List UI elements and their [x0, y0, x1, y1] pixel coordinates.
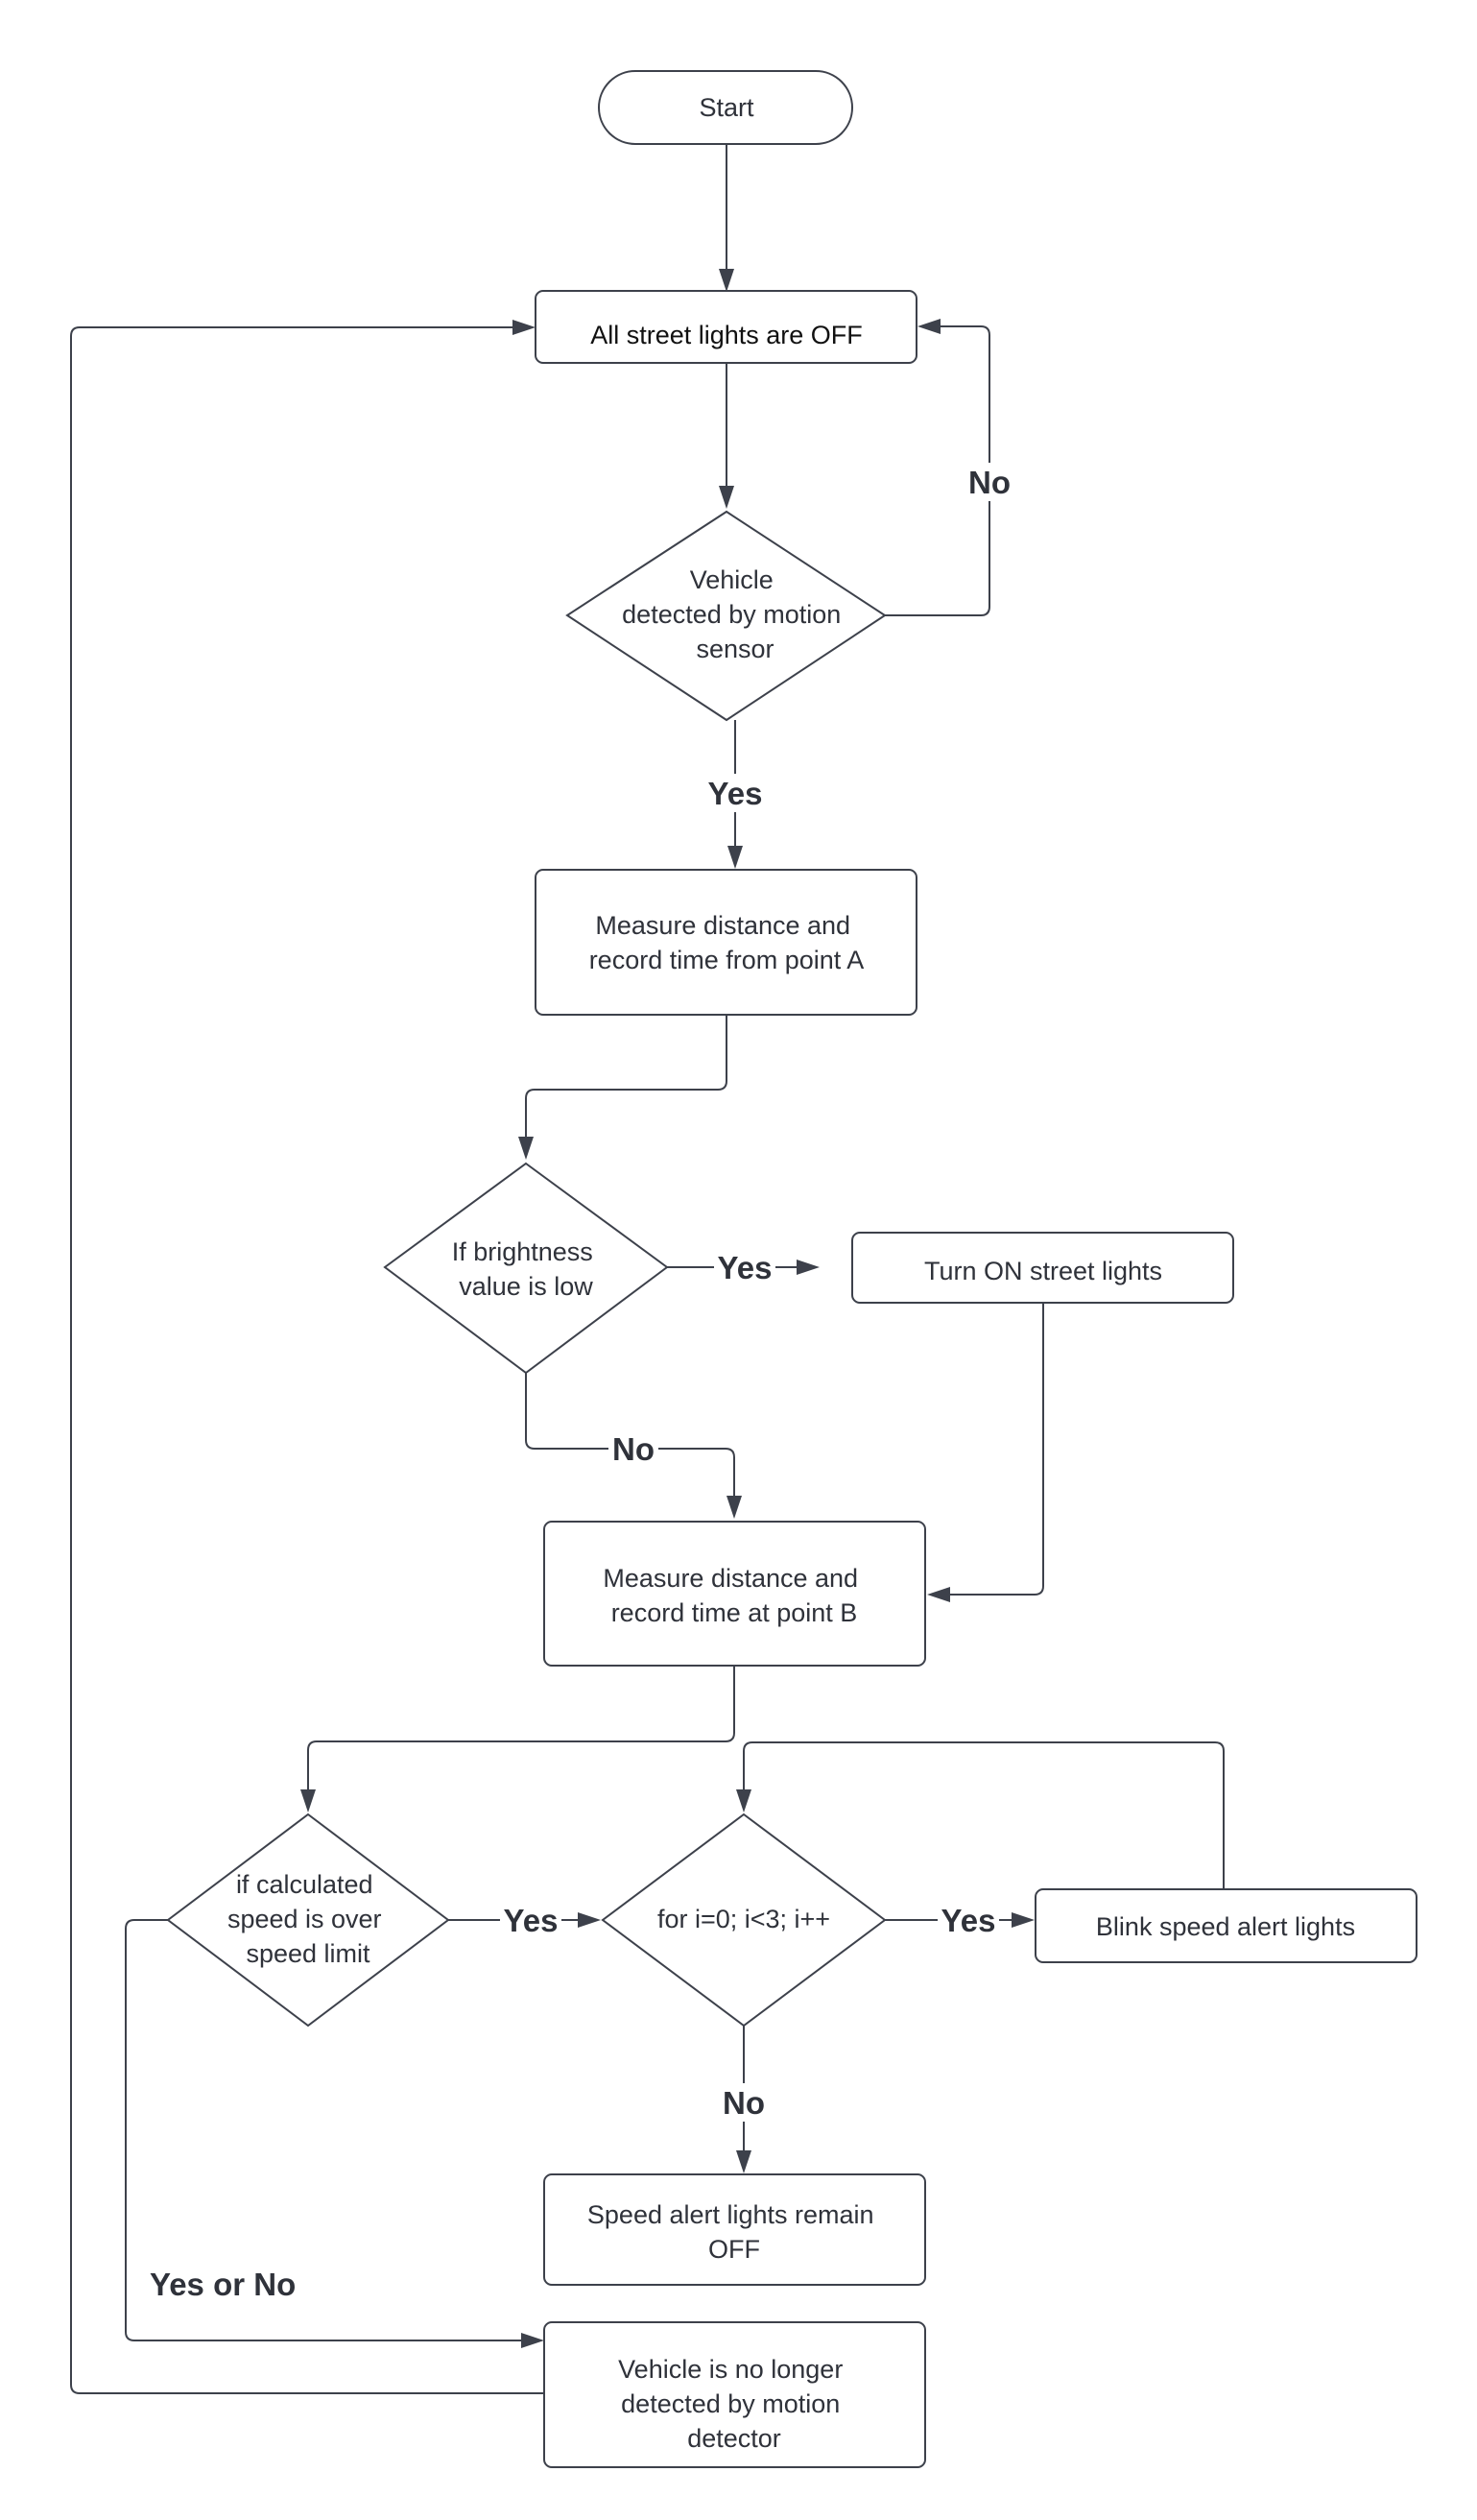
speed-decision-label-line: speed is over: [227, 1905, 382, 1933]
start-terminal: [598, 70, 853, 145]
measure-b-label-line: Measure distance and: [603, 1564, 858, 1593]
arrowhead: [719, 486, 734, 509]
speed-decision: [166, 1812, 450, 2028]
connector-blink-loop-back: [743, 1741, 1225, 1889]
measure-b-label: Measure distance and record time at poin…: [603, 1564, 865, 1627]
brightness-decision: [383, 1162, 669, 1375]
vehicle-detected-label-line: Vehicle: [690, 565, 774, 594]
turn-on-lights-box: [851, 1232, 1234, 1304]
start-label-line: Start: [699, 93, 754, 122]
speed-decision-label-line: speed limit: [246, 1939, 370, 1968]
measure-b-box: [543, 1521, 926, 1667]
edge-label-backdrop: [704, 774, 766, 812]
edge-label-backdrop: [500, 1901, 561, 1939]
turn-on-lights-label-line: Turn ON street lights: [924, 1257, 1162, 1285]
turn-on-lights-label: Turn ON street lights: [924, 1257, 1162, 1285]
arrowhead: [512, 320, 536, 335]
vehicle-detected-decision: [565, 510, 887, 722]
arrowhead: [736, 2150, 751, 2173]
arrowhead: [927, 1587, 950, 1602]
measure-a-label-line: record time from point A: [589, 946, 865, 974]
speed-decision-label-line: if calculated: [236, 1870, 373, 1899]
arrowhead: [518, 1137, 534, 1160]
vehicle-gone-label-line: Vehicle is no longer: [618, 2355, 843, 2384]
speed-decision-label: if calculated speed is over speed limit: [227, 1870, 389, 1968]
for-loop-label-line: for i=0; i<3; i++: [657, 1905, 830, 1933]
measure-b-label-line: record time at point B: [611, 1598, 858, 1627]
alert-off-label-line: OFF: [708, 2235, 760, 2264]
lights-off-label: All street lights are OFF: [590, 321, 863, 349]
blink-alert-label: Blink speed alert lights: [1096, 1912, 1355, 1941]
brightness-label-line: If brightness: [452, 1237, 593, 1266]
arrowhead: [727, 1496, 742, 1519]
node-labels: Start All street lights are OFF Vehicle …: [227, 93, 1355, 2453]
connector-measure-a-to-brightness: [525, 1015, 727, 1139]
edge-label-brightness-yes: Yes: [718, 1250, 773, 1285]
vehicle-detected-label-line: detected by motion: [622, 600, 841, 629]
connector-vehicle-gone-loop-back: [70, 326, 544, 2394]
arrowhead: [797, 1260, 820, 1275]
edge-label-backdrop: [965, 463, 1013, 501]
edge-label-brightness-no: No: [612, 1431, 655, 1467]
brightness-label-line: value is low: [459, 1272, 593, 1301]
edge-label-speed-yes-or-no: Yes or No: [150, 2267, 296, 2302]
vehicle-detected-label: Vehicle detected by motion sensor: [622, 565, 848, 663]
vehicle-gone-label-line: detected by motion: [621, 2389, 840, 2418]
start-label: Start: [699, 93, 754, 122]
measure-a-label: Measure distance and record time from po…: [589, 911, 865, 974]
alert-off-box: [543, 2173, 926, 2286]
edge-label-detected-no: No: [968, 465, 1011, 500]
measure-a-label-line: Measure distance and: [595, 911, 850, 940]
blink-alert-label-line: Blink speed alert lights: [1096, 1912, 1355, 1941]
vehicle-gone-box: [543, 2321, 926, 2468]
edge-label-speed-yes: Yes: [504, 1903, 559, 1938]
connector-lights-on-to-measure-b: [948, 1303, 1044, 1596]
alert-off-label-line: Speed alert lights remain: [587, 2200, 874, 2229]
edge-label-backdrop: [938, 1901, 999, 1939]
arrowhead: [736, 1789, 751, 1812]
blink-alert-box: [1035, 1888, 1417, 1963]
edge-label-backdrop: [714, 1248, 775, 1286]
arrowhead: [578, 1912, 601, 1928]
brightness-label: If brightness value is low: [452, 1237, 601, 1301]
edge-label-loop-no: No: [723, 2085, 765, 2121]
arrowhead: [719, 269, 734, 292]
arrowhead: [917, 319, 941, 334]
for-loop-decision: [601, 1812, 887, 2028]
edge-label-detected-yes: Yes: [708, 776, 763, 811]
arrowhead: [1012, 1912, 1035, 1928]
shapes: [166, 70, 1417, 2468]
edge-labels: No Yes Yes No Yes Yes No Yes or No: [150, 463, 1013, 2302]
vehicle-detected-label-line: sensor: [696, 635, 774, 663]
measure-a-box: [535, 869, 917, 1016]
alert-off-label: Speed alert lights remain OFF: [587, 2200, 881, 2264]
arrowhead: [521, 2333, 544, 2348]
edge-label-backdrop: [719, 2083, 769, 2122]
connector-measure-b-to-speed: [307, 1666, 735, 1791]
lights-off-label-line: All street lights are OFF: [590, 321, 863, 349]
arrowhead: [300, 1789, 316, 1812]
vehicle-gone-label: Vehicle is no longer detected by motion …: [618, 2355, 850, 2453]
for-loop-label: for i=0; i<3; i++: [657, 1905, 830, 1933]
arrowhead: [727, 846, 743, 869]
lights-off-box: [535, 290, 917, 364]
vehicle-gone-label-line: detector: [687, 2424, 781, 2453]
connector-speed-yes-or-no: [125, 1919, 523, 2341]
edge-label-loop-yes: Yes: [941, 1903, 996, 1938]
edge-label-backdrop: [608, 1429, 658, 1468]
